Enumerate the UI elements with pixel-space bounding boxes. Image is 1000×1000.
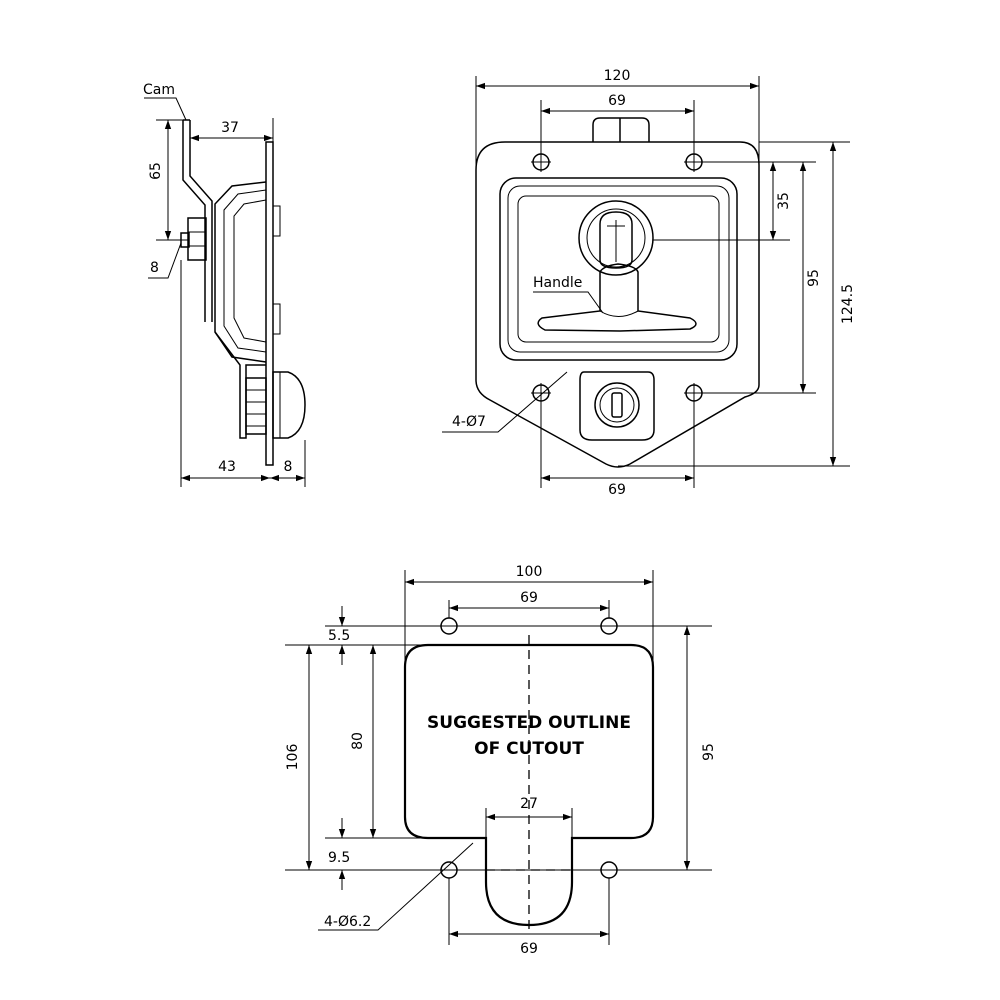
- front-view: Handle 120 69 35 95: [442, 68, 856, 498]
- cutout-title-line2: OF CUTOUT: [474, 739, 584, 759]
- front-mount-holes: [531, 152, 704, 403]
- mounting-plate: [265, 141, 274, 466]
- cutout-dim-27: 27: [520, 796, 538, 812]
- lock-cylinder: [245, 377, 267, 435]
- front-dim-124-5: 124.5: [840, 284, 856, 324]
- front-dim-69-top: 69: [608, 93, 626, 109]
- front-dim-69-bottom: 69: [608, 482, 626, 498]
- lock-face: [594, 382, 640, 428]
- lock-cap: [272, 371, 306, 439]
- front-dim-120: 120: [604, 68, 631, 84]
- front-dim-95: 95: [806, 269, 822, 287]
- cam-label: Cam: [143, 82, 175, 98]
- cutout-dim-95: 95: [701, 743, 717, 761]
- lower-bracket: [214, 331, 266, 439]
- front-holes-label: 4-Ø7: [452, 414, 486, 430]
- side-dim-43: 43: [218, 459, 236, 475]
- side-dim-65: 65: [148, 162, 164, 180]
- cutout-dim-69-top: 69: [520, 590, 538, 606]
- side-view: 37 65 Cam 8 43 8: [143, 82, 306, 487]
- cutout-dim-69-bottom: 69: [520, 941, 538, 957]
- handle-label: Handle: [533, 275, 582, 291]
- front-dim-35: 35: [776, 192, 792, 210]
- recess-outer: [499, 177, 738, 361]
- key-slot: [611, 392, 623, 418]
- nut: [187, 217, 207, 261]
- cam-bar: [182, 119, 213, 322]
- hub-slot: [599, 211, 633, 269]
- top-lug: [592, 117, 650, 142]
- cutout-view: SUGGESTED OUTLINE OF CUTOUT 100 69 5.5 1…: [285, 564, 717, 957]
- side-dim-8-left: 8: [150, 260, 159, 276]
- cutout-dim-5-5: 5.5: [328, 628, 350, 644]
- cutout-dim-9-5: 9.5: [328, 850, 350, 866]
- cutout-dim-80: 80: [350, 732, 366, 750]
- cutout-dim-100: 100: [516, 564, 543, 580]
- handle-hub: [578, 200, 654, 276]
- cutout-title-line1: SUGGESTED OUTLINE: [427, 713, 631, 733]
- cutout-holes-label: 4-Ø6.2: [324, 914, 371, 930]
- cutout-dim-106: 106: [285, 744, 301, 771]
- housing-body: [214, 181, 267, 363]
- side-dim-37: 37: [221, 120, 239, 136]
- lock-housing: [579, 371, 655, 441]
- side-dim-8-bottom: 8: [284, 459, 293, 475]
